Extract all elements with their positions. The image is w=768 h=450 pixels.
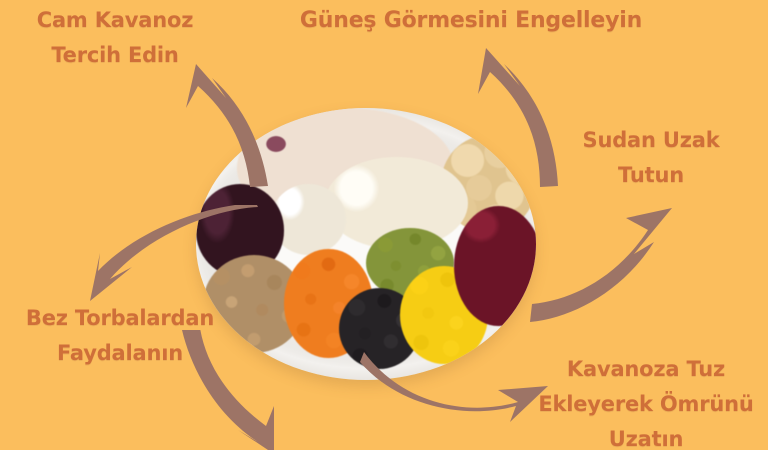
kidney-beans-patch <box>454 205 536 326</box>
tip-cloth-bags-line-1: Bez Torbalardan <box>25 306 215 330</box>
tip-avoid-sunlight: Güneş Görmesini Engelleyin <box>285 3 657 38</box>
tip-add-salt-line-2: Ekleyerek Ömrünü <box>538 392 754 416</box>
tip-glass-jar-line-2: Tercih Edin <box>51 43 179 67</box>
tip-add-salt-line-3: Uzatın <box>608 427 684 450</box>
tip-glass-jar-line-1: Cam Kavanoz <box>36 8 194 32</box>
tip-keep-away-from-water: Sudan Uzak Tutun <box>548 123 754 193</box>
mixed-legumes-photo <box>196 108 536 380</box>
navy-beans-patch <box>270 184 346 255</box>
tip-add-salt-line-1: Kavanoza Tuz <box>566 357 726 381</box>
tip-keep-away-from-water-line-1: Sudan Uzak <box>582 128 720 152</box>
plate <box>196 108 536 380</box>
tip-cloth-bags-line-2: Faydalanın <box>57 341 183 365</box>
tip-avoid-sunlight-line-1: Güneş Görmesini Engelleyin <box>299 8 643 33</box>
curved-arrow-up-right-icon <box>530 208 672 322</box>
tip-cloth-bags: Bez Torbalardan Faydalanın <box>5 301 235 371</box>
tip-add-salt: Kavanoza Tuz Ekleyerek Ömrünü Uzatın <box>524 352 768 450</box>
tip-keep-away-from-water-line-2: Tutun <box>618 163 684 187</box>
tip-glass-jar: Cam Kavanoz Tercih Edin <box>0 3 230 73</box>
